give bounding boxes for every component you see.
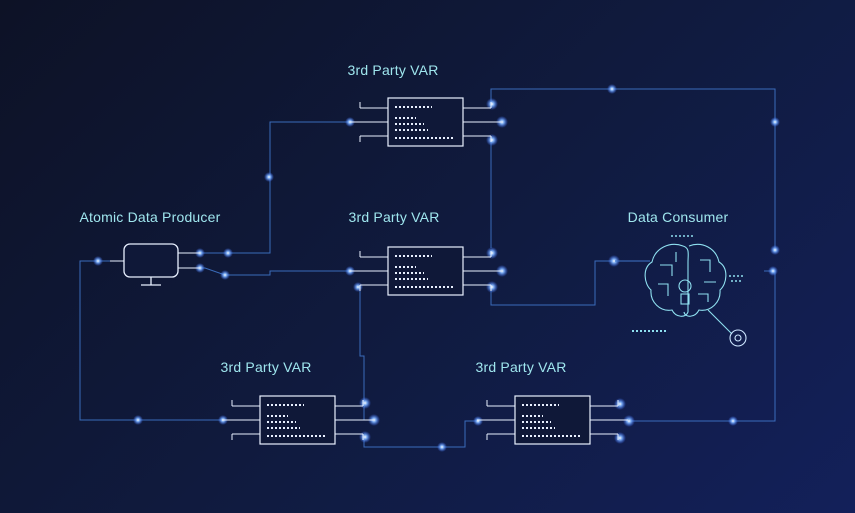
glow-dot [768,266,778,276]
glow-dot [359,397,371,409]
glow-dots [93,84,780,452]
glow-dot [93,256,103,266]
glow-dot [486,134,498,146]
var-top-label: 3rd Party VAR [347,62,439,78]
wire-var-middle-to-consumer [490,260,615,306]
glow-dot [473,416,483,426]
wire-var-bottom-left-to-var-bottom-right [363,420,477,448]
var-bottom-left-label: 3rd Party VAR [220,359,312,375]
producer-label: Atomic Data Producer [79,209,221,225]
glow-dot [486,281,498,293]
glow-dot [770,245,780,255]
var-bottom-right-label: 3rd Party VAR [475,359,567,375]
consumer-label: Data Consumer [627,209,729,225]
glow-dot [496,116,508,128]
glow-dot [437,442,447,452]
server-chip-icon [476,395,629,445]
glow-dot [607,84,617,94]
wire-var-middle-to-var-bottom-left [359,290,365,420]
glow-dot [359,431,371,443]
monitor-icon [110,243,200,286]
glow-dot [614,432,626,444]
server-chip-icon [349,246,502,296]
glow-dot [368,414,380,426]
glow-dot [608,255,620,267]
glow-dot [353,282,363,292]
glow-dot [614,398,626,410]
glow-dot [220,270,230,280]
server-chip-icon [221,395,374,445]
glow-dot [496,265,508,277]
glow-dot [264,172,274,182]
wire-producer-to-var-top [178,121,350,254]
glow-dot [486,247,498,259]
glow-dot [486,98,498,110]
glow-dot [623,415,635,427]
var-middle-label: 3rd Party VAR [348,209,440,225]
glow-dot [223,248,233,258]
wire-var-top-to-loop [490,88,776,250]
glow-dot [770,117,780,127]
glow-dot [133,415,143,425]
server-chip-icon [349,97,502,147]
circuit-brain-icon [615,235,747,347]
glow-dot [728,416,738,426]
